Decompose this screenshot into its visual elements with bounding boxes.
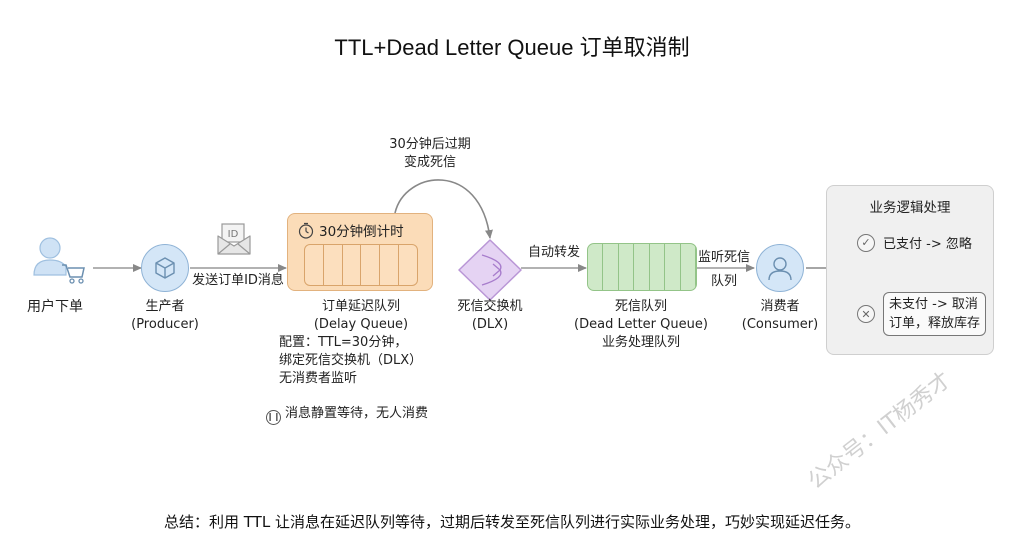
dlx-label: 死信交换机 (DLX): [440, 298, 540, 334]
dlq-subtitle: (Dead Letter Queue): [574, 317, 708, 332]
dlx-subtitle: (DLX): [471, 317, 509, 332]
unpaid-box: 未支付 -> 取消 订单，释放库存: [883, 292, 987, 336]
delay-note-text: 消息静置等待，无人消费: [285, 406, 429, 421]
dlq-title: 死信队列: [614, 299, 667, 314]
delay-config-line: 配置：TTL=30分钟，: [279, 335, 408, 350]
delay-queue-slot: [399, 245, 417, 285]
user-node: [30, 235, 86, 285]
paid-label: 已支付 -> 忽略: [883, 237, 972, 252]
user-icon: [768, 257, 792, 281]
expire-line: 30分钟后过期: [389, 137, 471, 152]
delay-config-line: 绑定死信交换机（DLX）: [279, 353, 423, 368]
envelope-id-icon: ID: [216, 222, 252, 256]
delay-note: ❙❙ 消息静置等待，无人消费: [266, 405, 428, 425]
delay-title: 订单延迟队列: [321, 299, 400, 314]
dlq-subtitle2: 业务处理队列: [601, 335, 680, 350]
user-cart-icon: [33, 237, 85, 284]
delay-queue: 30分钟倒计时: [287, 213, 433, 291]
summary-text: 总结：利用 TTL 让消息在延迟队列等待，过期后转发至死信队列进行实际业务处理，…: [164, 513, 860, 531]
paid-branch: ✓ 已支付 -> 忽略: [857, 233, 972, 252]
exchange-diamond-icon: [481, 254, 502, 286]
dlq-slot: [588, 244, 604, 290]
dlq-slot: [619, 244, 635, 290]
user-label: 用户下单: [27, 299, 83, 315]
unpaid-line: 未支付 -> 取消: [889, 297, 978, 312]
stopwatch-icon: [298, 222, 314, 239]
producer-node: [141, 244, 189, 292]
consumer-node: [756, 244, 804, 292]
dlq-slot: [681, 244, 696, 290]
producer-label: 生产者 (Producer): [115, 298, 215, 334]
dlx-title: 死信交换机: [457, 299, 523, 314]
expire-line: 变成死信: [403, 155, 456, 170]
message-label: 发送订单ID消息: [192, 273, 284, 288]
dlq-label: 死信队列 (Dead Letter Queue) 业务处理队列: [565, 298, 717, 352]
delay-config: 配置：TTL=30分钟， 绑定死信交换机（DLX） 无消费者监听: [279, 334, 422, 388]
dlx-diamond: [458, 239, 522, 301]
envelope-id-text: ID: [228, 229, 239, 240]
consumer-label: 消费者 (Consumer): [730, 298, 830, 334]
dead-letter-queue: [587, 243, 697, 291]
business-title: 业务逻辑处理: [869, 200, 951, 216]
dlq-slot: [634, 244, 650, 290]
delay-slots: [304, 244, 418, 286]
delay-header-text: 30分钟倒计时: [319, 224, 404, 240]
forward-label: 自动转发: [527, 245, 580, 260]
delay-queue-slot: [305, 245, 324, 285]
producer-subtitle: (Producer): [131, 317, 199, 332]
consumer-subtitle: (Consumer): [741, 317, 819, 332]
check-circle-icon: ✓: [857, 233, 875, 252]
x-circle-icon: ✕: [857, 305, 875, 323]
dlq-slot: [650, 244, 666, 290]
delay-queue-slot: [380, 245, 400, 285]
delay-queue-slot: [343, 245, 362, 285]
unpaid-branch: ✕ 未支付 -> 取消 订单，释放库存: [857, 292, 987, 336]
box-icon: [155, 257, 175, 279]
delay-queue-slot: [324, 245, 343, 285]
unpaid-line: 订单，释放库存: [889, 316, 981, 331]
delay-subtitle: (Delay Queue): [313, 317, 409, 332]
producer-title: 生产者: [145, 299, 185, 314]
delay-config-line: 无消费者监听: [279, 371, 358, 386]
expire-label: 30分钟后过期 变成死信: [380, 136, 480, 172]
listen-line: 监听死信: [697, 250, 750, 265]
delay-header: 30分钟倒计时: [298, 220, 404, 240]
listen-line: 队列: [710, 274, 737, 289]
diagram-title: TTL+Dead Letter Queue 订单取消制: [334, 35, 690, 60]
consumer-title: 消费者: [760, 299, 800, 314]
delay-queue-label: 订单延迟队列 (Delay Queue): [295, 298, 427, 334]
dlq-slot: [665, 244, 681, 290]
dlq-slot: [603, 244, 619, 290]
arrow-expire-arc: [394, 179, 493, 239]
business-logic-panel: 业务逻辑处理 ✓ 已支付 -> 忽略 ✕ 未支付 -> 取消 订单，释放库存: [826, 185, 994, 355]
listen-label: 监听死信 队列: [694, 246, 754, 294]
delay-queue-slot: [361, 245, 381, 285]
pause-icon: ❙❙: [266, 409, 281, 425]
